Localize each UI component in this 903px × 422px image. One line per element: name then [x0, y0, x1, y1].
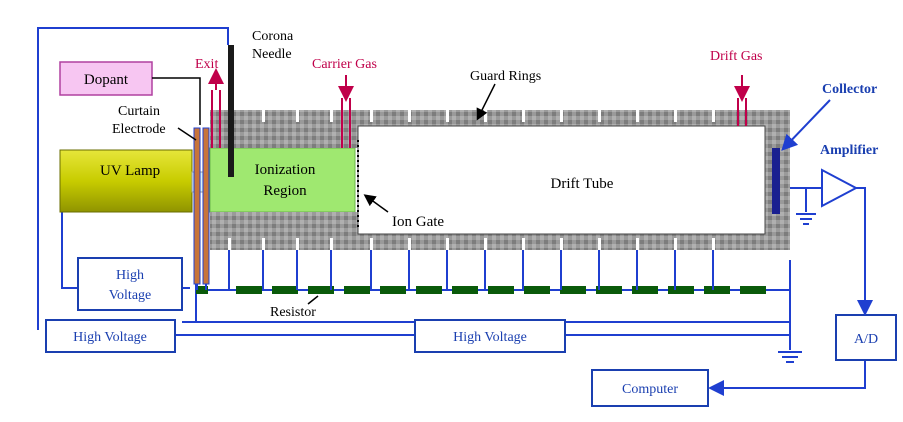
ground-symbol-bottom: [778, 351, 802, 363]
amplifier-symbol: [821, 168, 859, 208]
ionization-region: [209, 147, 356, 213]
drift-gas-tube: [734, 75, 750, 126]
ionization-region-label-1: Ionization: [255, 162, 316, 178]
corona-needle: [228, 45, 234, 177]
drift-tube: [357, 125, 766, 235]
ground-symbol-amplifier: [796, 213, 816, 225]
curtain-electrode-plate-1: [193, 127, 201, 285]
curtain-electrode-pointer: [177, 127, 197, 141]
guard-rings-pointer: [476, 83, 496, 121]
guard-ring-slots-bottom: [228, 238, 715, 250]
collector-label: Collector: [822, 82, 877, 97]
ion-gate-pointer: [363, 194, 389, 213]
high-voltage-box-3: [414, 319, 566, 353]
corona-needle-label-2: Needle: [252, 47, 292, 62]
amplifier-label: Amplifier: [820, 143, 878, 158]
uv-lamp-label: UV Lamp: [100, 163, 160, 179]
resistor-label: Resistor: [270, 305, 316, 320]
ad-converter-box: [835, 314, 897, 361]
computer-label: Computer: [622, 382, 678, 397]
uv-lamp: [59, 149, 193, 213]
wiring: [37, 27, 866, 389]
ad-label: A/D: [854, 332, 878, 347]
ionization-region-label-2: Region: [263, 183, 307, 199]
high-voltage-1-label-2: Voltage: [109, 288, 152, 303]
dopant-line: [152, 77, 201, 125]
resistor-chain: [196, 286, 766, 294]
high-voltage-3-label: High Voltage: [453, 330, 527, 345]
curtain-electrode-label-1: Curtain: [118, 104, 160, 119]
drift-gas-label: Drift Gas: [710, 49, 763, 64]
dopant-label: Dopant: [84, 72, 129, 88]
curtain-electrode-label-2: Electrode: [112, 122, 166, 137]
guard-rings-label: Guard Rings: [470, 69, 541, 84]
collector-pointer: [781, 99, 831, 151]
resistor-pointer: [307, 295, 319, 305]
drift-tube-label: Drift Tube: [551, 176, 614, 192]
carrier-gas-label: Carrier Gas: [312, 57, 377, 72]
exit-tube: [208, 68, 224, 148]
corona-needle-label-1: Corona: [252, 29, 294, 44]
resistor-taps: [196, 250, 714, 290]
exit-label: Exit: [195, 57, 218, 72]
carrier-gas-tube: [338, 75, 354, 148]
collector-plate: [772, 148, 780, 214]
high-voltage-box-1: [77, 257, 183, 311]
ion-gate-label: Ion Gate: [392, 214, 444, 230]
high-voltage-1-label-1: High: [116, 268, 144, 283]
high-voltage-2-label: High Voltage: [73, 330, 147, 345]
high-voltage-box-2: [45, 319, 176, 353]
curtain-electrode-plate-2: [202, 127, 210, 285]
